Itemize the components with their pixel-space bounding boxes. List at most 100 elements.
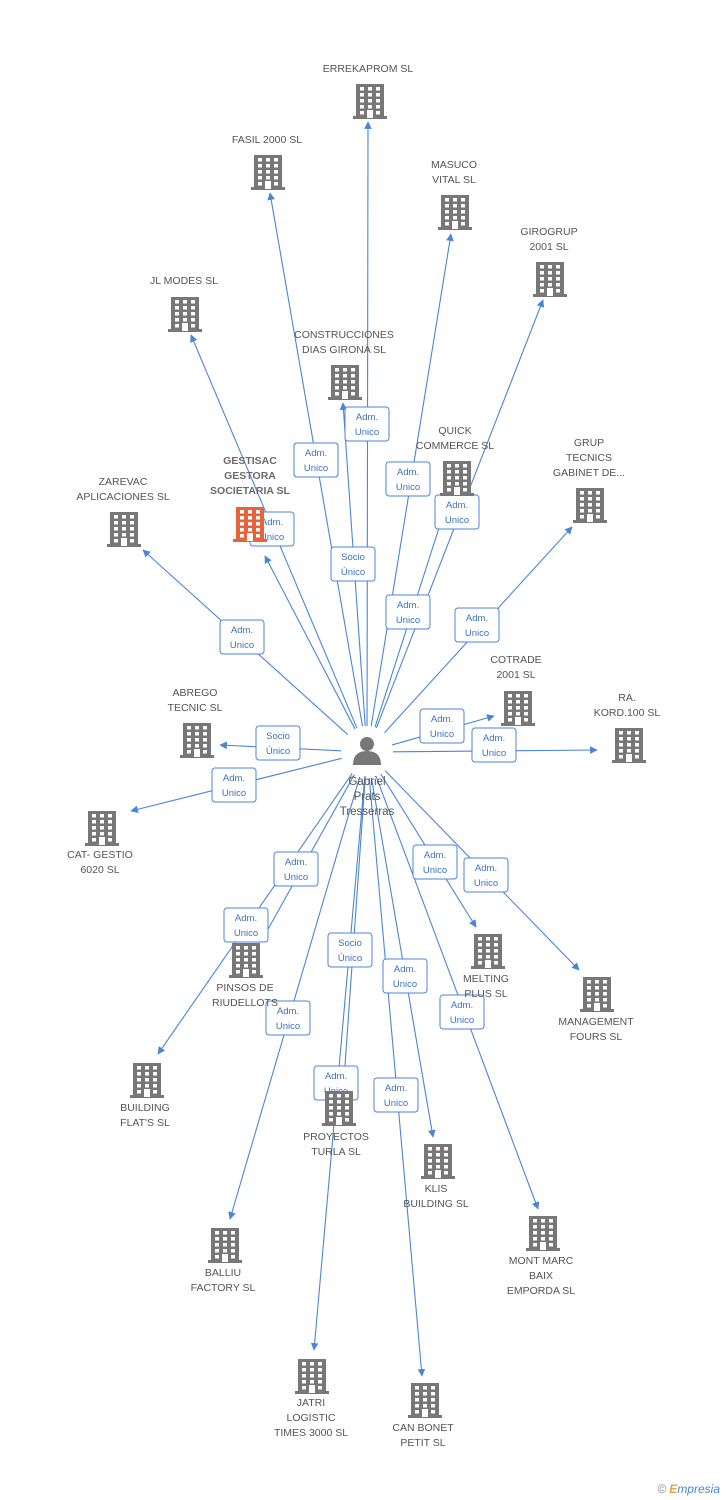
edge-gestisac: [264, 555, 356, 730]
building-icon: [251, 155, 285, 190]
role-badge-cotrade[interactable]: Adm. Unico: [419, 708, 465, 744]
company-label: VITAL SL: [432, 174, 476, 186]
role-badge-text: Unico: [430, 729, 454, 740]
company-label: ZAREVAC: [99, 476, 148, 488]
building-icon: [328, 365, 362, 400]
company-node-jlmodes[interactable]: JL MODES SL: [150, 275, 218, 332]
company-node-fasil[interactable]: FASIL 2000 SL: [232, 134, 302, 190]
company-label: ERREKAPROM SL: [323, 63, 414, 75]
role-badge-masuco[interactable]: Adm.Unico: [385, 461, 431, 497]
building-icon: [322, 1091, 356, 1126]
role-badge-balliu[interactable]: Adm.Unico: [265, 1000, 311, 1036]
role-badge-melting[interactable]: Adm.Unico: [412, 844, 458, 880]
role-badge-text: Único: [266, 746, 290, 757]
company-label: GESTORA: [224, 470, 276, 482]
role-badge-text: Unico: [222, 788, 246, 799]
company-label: BUILDING: [120, 1102, 170, 1114]
role-badge-girogrup[interactable]: Adm.Unico: [434, 494, 480, 530]
company-label: PETIT SL: [400, 1437, 445, 1449]
role-badge-text: Unico: [465, 628, 489, 639]
company-node-errekaprom[interactable]: ERREKAPROM SL: [323, 63, 414, 119]
role-badge-text: Adm.: [475, 863, 497, 874]
company-label: FACTORY SL: [191, 1282, 256, 1294]
edge-jatri: [310, 777, 366, 1351]
role-badge-text: Unico: [445, 515, 469, 526]
company-node-construcciones[interactable]: CONSTRUCCIONES DIAS GIRONA SL: [294, 329, 394, 400]
building-icon: [130, 1063, 164, 1098]
role-badge-text: Unico: [355, 427, 379, 438]
role-badge-errekaprom[interactable]: Adm.Unico: [344, 406, 390, 442]
company-label: KLIS: [425, 1183, 448, 1195]
role-badge-text: Único: [338, 953, 362, 964]
role-badge-pinsos[interactable]: Adm.Unico: [273, 851, 319, 887]
building-icon: [471, 934, 505, 969]
brand-name: mpresia: [677, 1482, 720, 1496]
company-node-klis[interactable]: KLIS BUILDING SL: [403, 1144, 469, 1210]
company-label: CONSTRUCCIONES: [294, 329, 394, 341]
company-label: TECNICS: [566, 452, 612, 464]
role-badge-box: [330, 546, 376, 582]
role-badge-text: Unico: [450, 1015, 474, 1026]
company-label: DIAS GIRONA SL: [302, 344, 386, 356]
role-badge-text: Unico: [384, 1098, 408, 1109]
role-badge-box: [273, 851, 319, 887]
company-label: GESTISAC: [223, 455, 277, 467]
building-icon: [85, 811, 119, 846]
role-badge-text: Unico: [276, 1021, 300, 1032]
company-label: JATRI: [297, 1397, 325, 1409]
company-label: PINSOS DE: [216, 982, 273, 994]
role-badge-jlmodes[interactable]: Adm.Unico: [293, 442, 339, 478]
role-badge-quick[interactable]: Adm.Unico: [385, 594, 431, 630]
building-icon: [107, 512, 141, 547]
role-badge-text: Adm.: [261, 517, 283, 528]
company-label: 2001 SL: [496, 669, 535, 681]
role-badge-montmarc[interactable]: Adm. Unico: [439, 994, 485, 1030]
role-badge-box: [223, 907, 269, 943]
role-badge-buildingflats[interactable]: Adm.Unico: [223, 907, 269, 943]
role-badge-text: Adm.: [385, 1083, 407, 1094]
company-node-canbonet[interactable]: CAN BONET PETIT SL: [392, 1383, 454, 1449]
role-badge-box: [255, 725, 301, 761]
role-badge-text: Socio: [338, 938, 362, 949]
role-badge-management[interactable]: Adm.Unico: [463, 857, 509, 893]
building-icon: [180, 723, 214, 758]
company-label: CAN BONET: [392, 1422, 454, 1434]
role-badge-gruptecnics[interactable]: Adm.Unico: [454, 607, 500, 643]
role-badge-text: Adm.: [451, 1000, 473, 1011]
credit-footer[interactable]: ©Empresia: [657, 1482, 720, 1496]
role-badge-box: [463, 857, 509, 893]
role-badge-zarevac[interactable]: Adm.Unico: [219, 619, 265, 655]
role-badge-text: Unico: [393, 979, 417, 990]
role-badge-canbonet[interactable]: Adm. Unico: [373, 1077, 419, 1113]
role-badge-text: Adm.: [431, 714, 453, 725]
company-label: BUILDING SL: [403, 1198, 469, 1210]
role-badge-rakord[interactable]: Adm.Unico: [471, 727, 517, 763]
company-node-rakord[interactable]: RA.KORD.100 SL: [594, 692, 661, 763]
role-badge-klis[interactable]: Adm.Unico: [382, 958, 428, 994]
role-badge-catgestio[interactable]: Adm.Unico: [211, 767, 257, 803]
building-icon: [438, 195, 472, 230]
role-badge-box: [471, 727, 517, 763]
role-badge-box: [219, 619, 265, 655]
